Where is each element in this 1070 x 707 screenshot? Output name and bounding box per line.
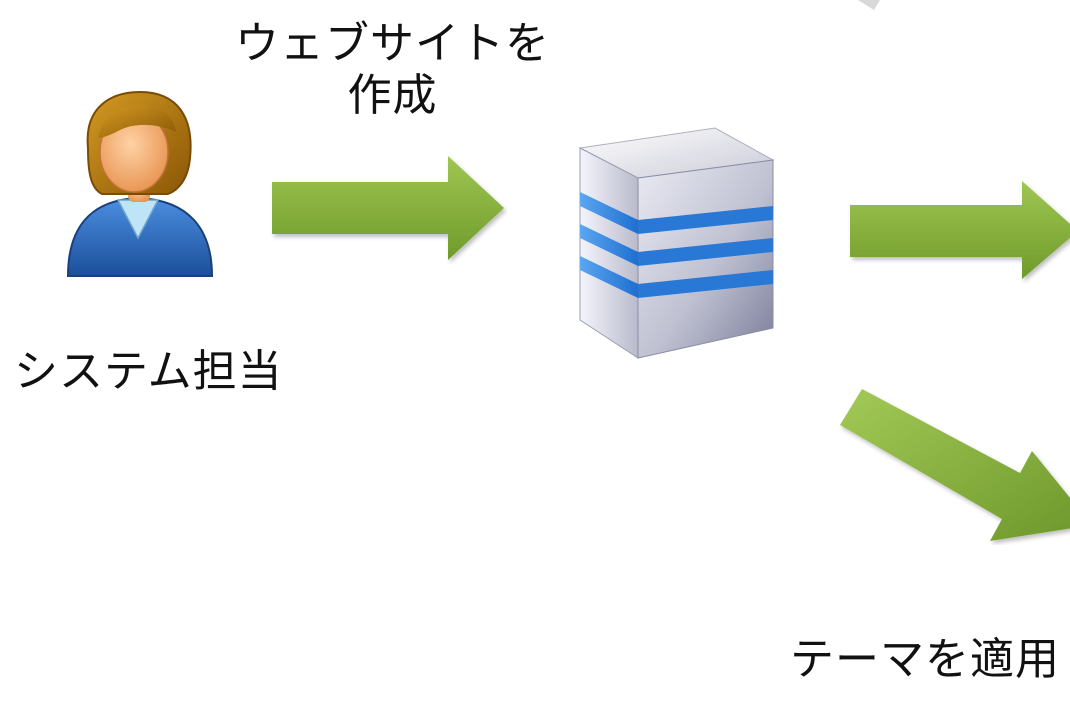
partial-arrow-fragment	[858, 0, 880, 10]
arrow-apply-theme	[840, 389, 1070, 541]
user-person-icon	[66, 90, 214, 277]
create-website-label-line2: 作成	[347, 69, 438, 121]
server-icon	[578, 127, 775, 359]
apply-theme-label: テーマを適用	[790, 634, 1060, 685]
arrow-create-site	[272, 156, 504, 260]
arrow-to-right	[850, 181, 1070, 279]
create-website-label: ウェブサイトを 作成	[230, 18, 555, 122]
create-website-label-line1: ウェブサイトを	[235, 18, 550, 69]
system-admin-label: システム担当	[14, 346, 283, 397]
